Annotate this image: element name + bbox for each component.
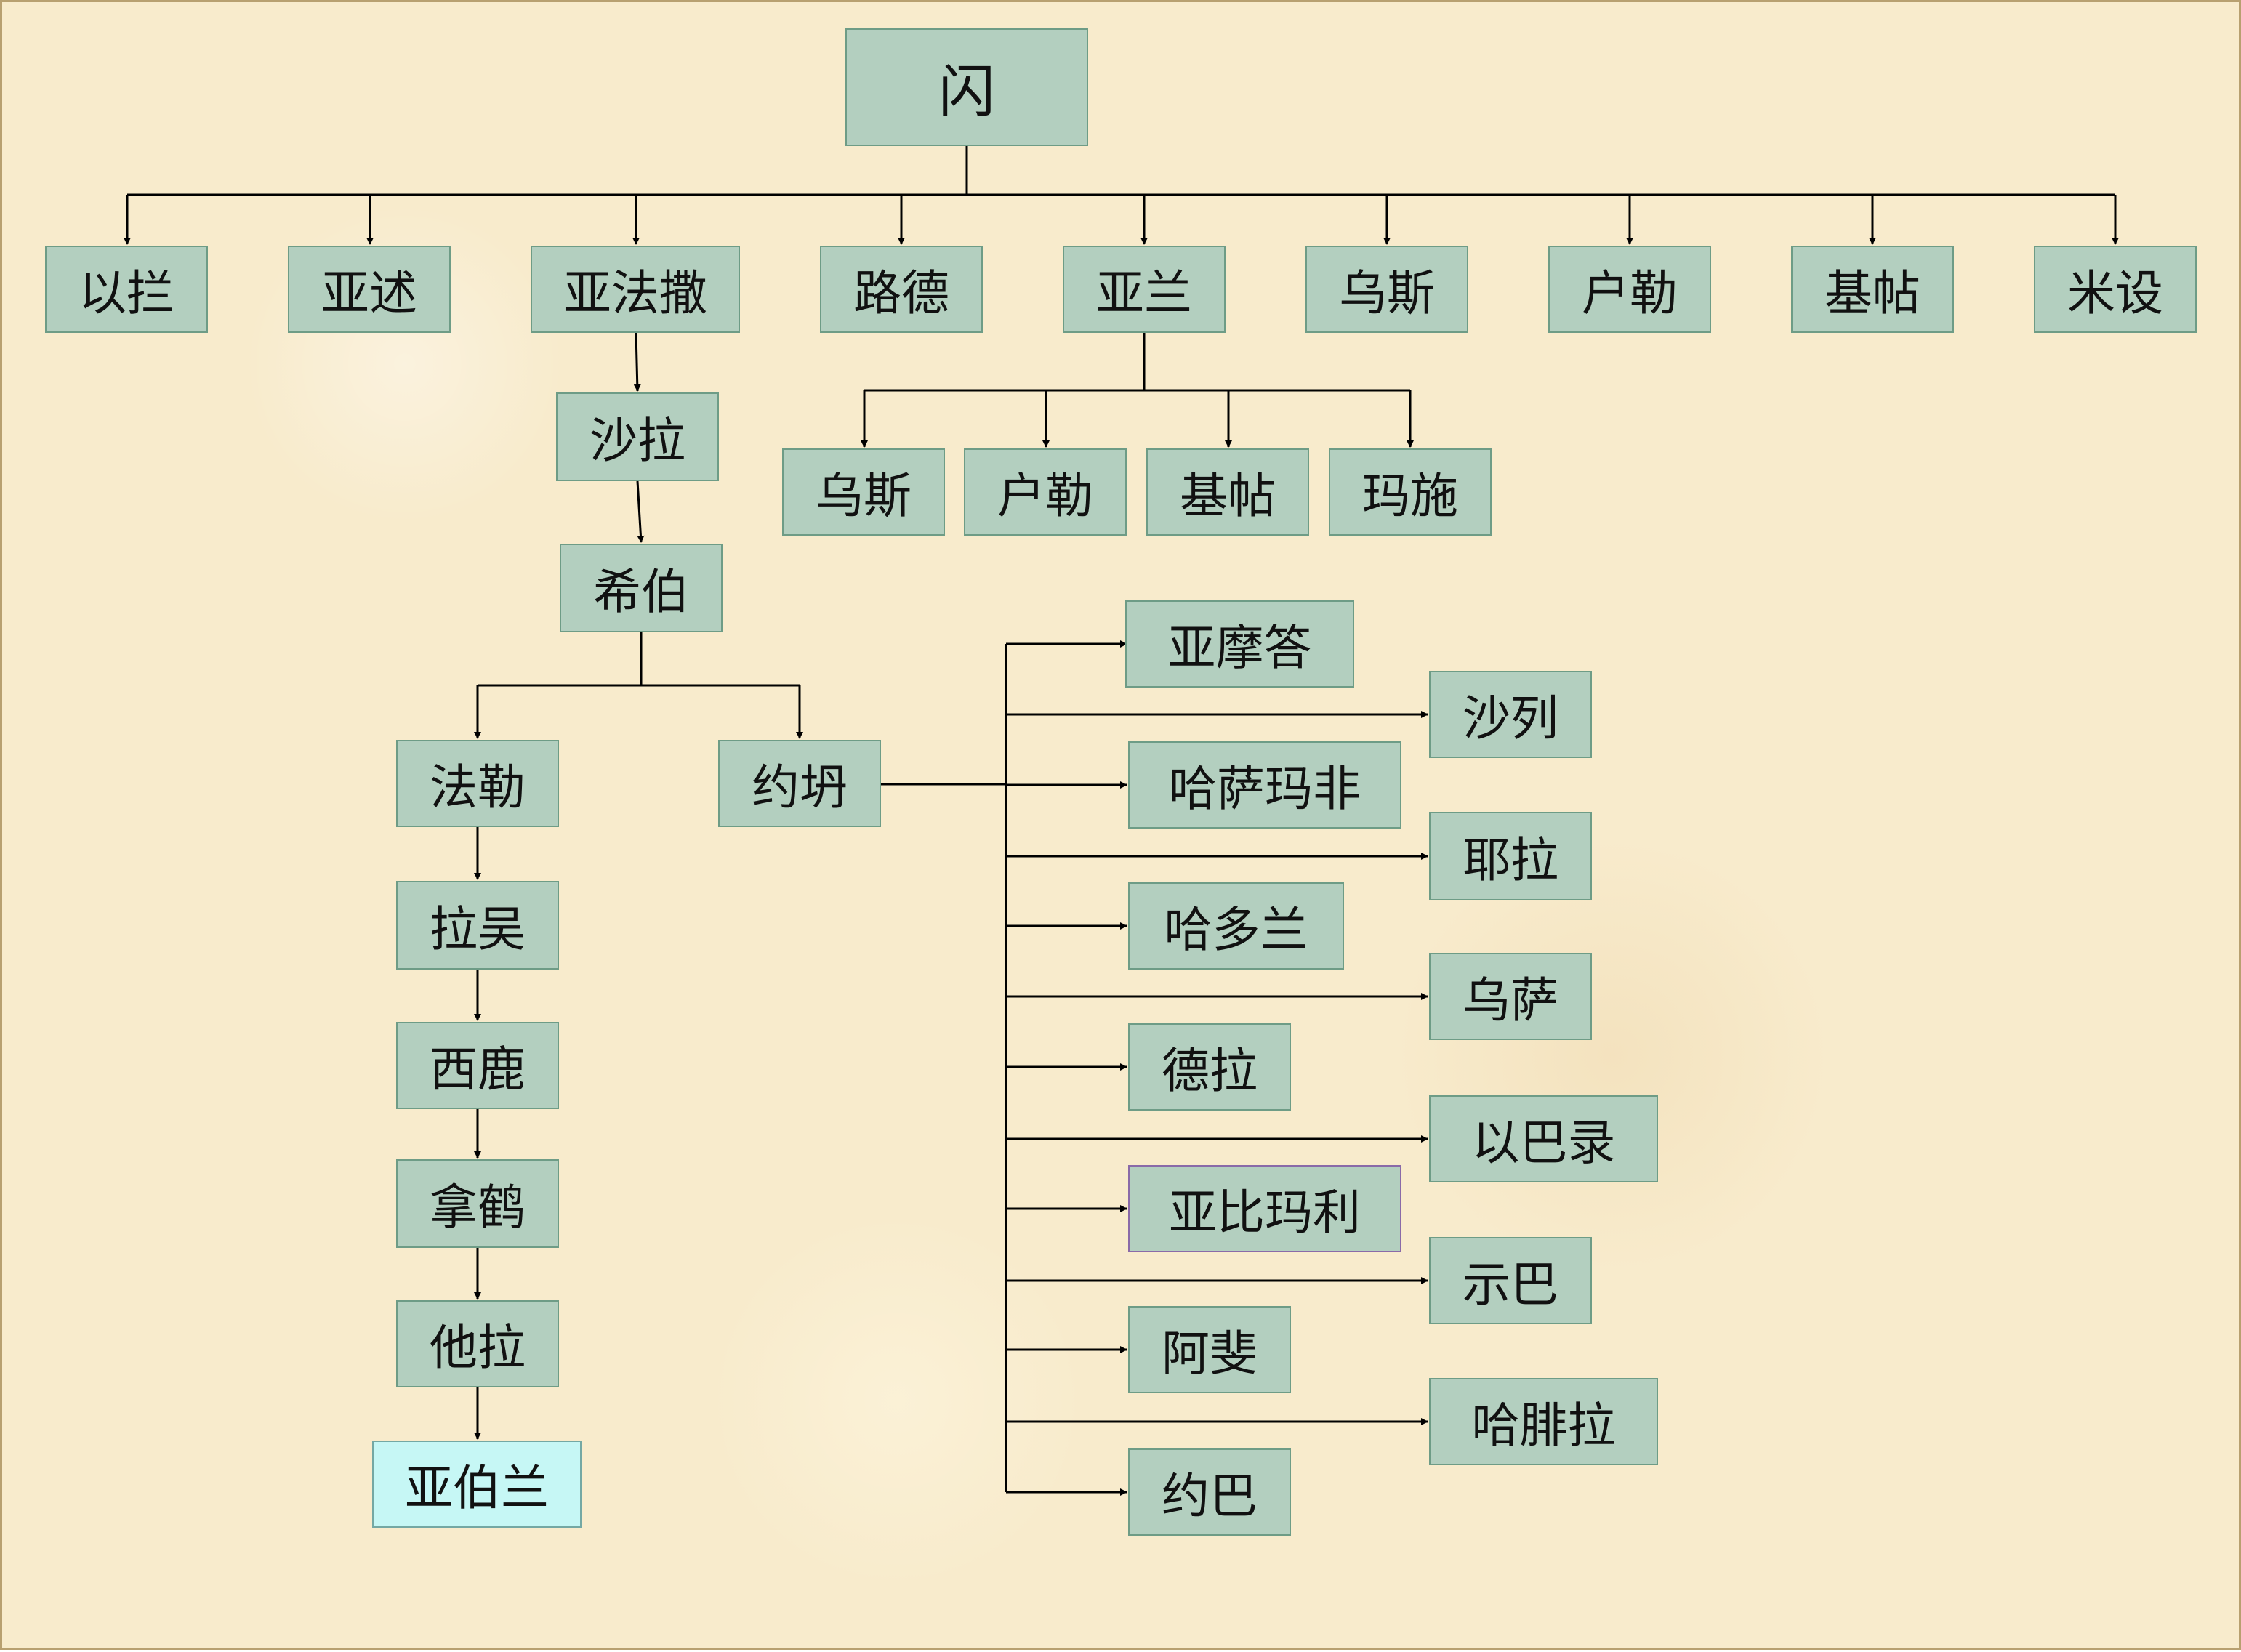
- node-son-arphaxad: 亚法撒: [531, 246, 740, 333]
- node-son-uz: 乌斯: [1305, 246, 1468, 333]
- node-jobab: 约巴: [1128, 1448, 1291, 1536]
- node-serug: 西鹿: [396, 1022, 559, 1109]
- node-jerah: 耶拉: [1429, 812, 1592, 900]
- node-son-gether: 基帖: [1791, 246, 1954, 333]
- node-joktan: 约坍: [718, 740, 881, 827]
- node-abram: 亚伯兰: [372, 1441, 582, 1528]
- node-almodad: 亚摩答: [1125, 600, 1354, 688]
- node-son-hul: 户勒: [1548, 246, 1711, 333]
- link-shelah-eber: [636, 480, 645, 543]
- node-son-meshech: 米设: [2034, 246, 2197, 333]
- node-aram-son-mash: 玛施: [1329, 448, 1492, 536]
- node-obal: 以巴录: [1429, 1095, 1658, 1182]
- node-son-asshur: 亚述: [288, 246, 451, 333]
- node-reu: 拉吴: [396, 881, 559, 970]
- node-son-elam: 以拦: [45, 246, 208, 333]
- node-son-lud: 路德: [820, 246, 983, 333]
- node-ophir: 阿斐: [1128, 1306, 1291, 1393]
- node-shelah: 沙拉: [556, 392, 719, 481]
- node-aram-son-uz: 乌斯: [782, 448, 945, 536]
- node-peleg: 法勒: [396, 740, 559, 827]
- node-diklah: 德拉: [1128, 1023, 1291, 1111]
- node-eber: 希伯: [560, 544, 723, 632]
- node-uzal: 乌萨: [1429, 953, 1592, 1040]
- node-hazarmaveth: 哈萨玛非: [1128, 741, 1401, 829]
- node-aram-son-hul: 户勒: [964, 448, 1127, 536]
- node-aram-son-gether: 基帖: [1146, 448, 1309, 536]
- node-hadoram: 哈多兰: [1128, 882, 1344, 970]
- node-abimael: 亚比玛利: [1128, 1165, 1401, 1252]
- node-son-aram: 亚兰: [1063, 246, 1226, 333]
- node-nahor: 拿鹤: [396, 1159, 559, 1248]
- node-havilah: 哈腓拉: [1429, 1378, 1658, 1465]
- link-arphaxad-shelah: [633, 332, 641, 392]
- node-terah: 他拉: [396, 1300, 559, 1387]
- node-shem: 闪: [845, 28, 1088, 146]
- node-sheleph: 沙列: [1429, 671, 1592, 758]
- node-sheba: 示巴: [1429, 1237, 1592, 1324]
